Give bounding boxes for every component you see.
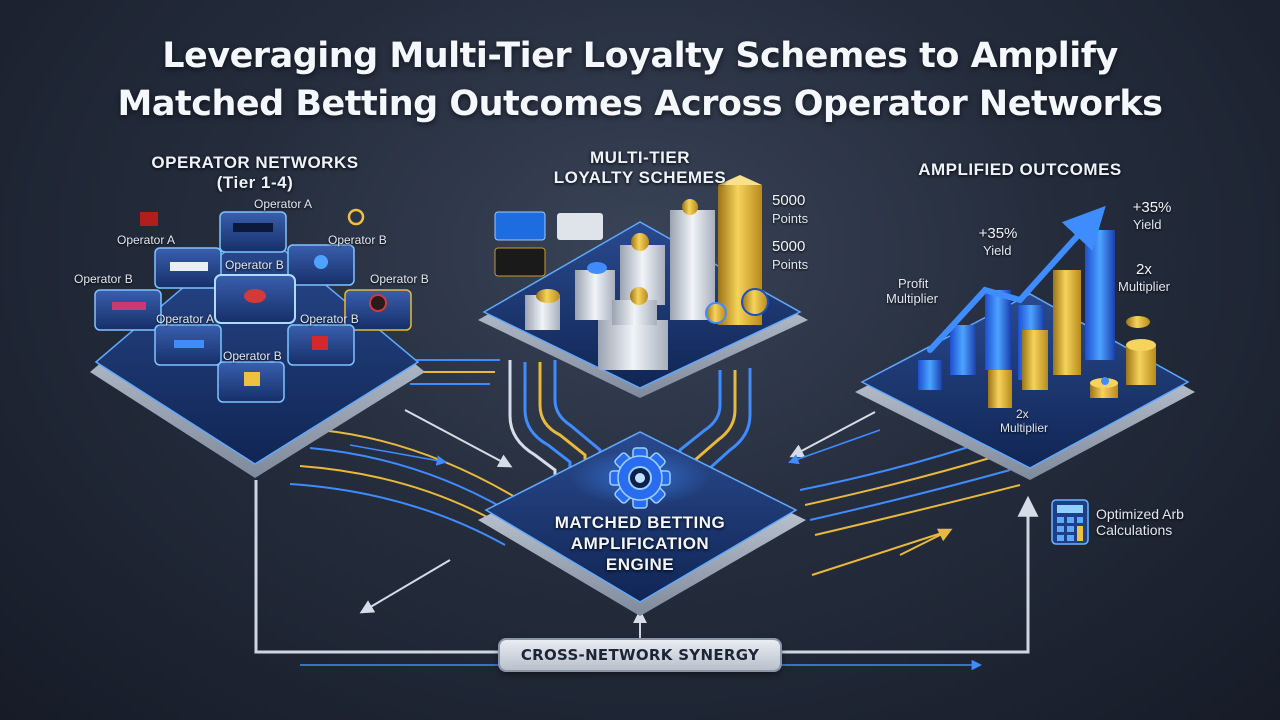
loyalty-card-blue [494,211,546,241]
arrow-right-gold [899,528,953,556]
arrow-left-down [359,559,451,614]
mult-value-2: 2x [1016,407,1029,421]
bar-blue [985,290,1011,370]
profit-label-line1: Profit [898,276,929,291]
calc-label-line1: Optimized Arb [1096,506,1184,522]
operators-heading-line1: OPERATOR NETWORKS [151,153,359,172]
operator-label: Operator A [156,312,215,326]
title-line-2: Matched Betting Outcomes Across Operator… [117,84,1163,124]
bar-gold [1022,330,1048,390]
yield-value-1: +35% [978,225,1018,242]
loyalty-coins [536,199,769,324]
operator-label: Operator A [117,233,176,247]
operator-label: Operator B [223,349,282,363]
engine-label-line2: AMPLIFICATION [570,534,710,553]
loyalty-heading-line2: LOYALTY SCHEMES [553,168,727,187]
operators-heading-line2: (Tier 1-4) [216,173,294,192]
operator-logos [112,208,387,386]
synergy-label: CROSS-NETWORK SYNERGY [520,646,760,664]
outcomes-heading: AMPLIFIED OUTCOMES [918,160,1122,179]
growth-arrow [927,205,1106,353]
coin-stacks [1090,316,1156,398]
calculator-icon [1051,499,1089,545]
yield-label-2: Yield [1133,217,1162,232]
loyalty-heading: MULTI-TIER LOYALTY SCHEMES [530,148,750,188]
engine-label-line3: ENGINE [605,555,675,574]
bar-blue [1085,230,1115,360]
operator-label: Operator B [328,233,387,247]
loyalty-heading-line1: MULTI-TIER [589,148,691,167]
bar-blue [950,325,976,375]
bar-gold [1053,270,1081,375]
operator-label: Operator B [300,312,359,326]
loyalty-card-black [494,247,546,277]
title-line-1: Leveraging Multi-Tier Loyalty Schemes to… [162,36,1118,76]
loyalty-card-silver [557,213,603,240]
operator-tiles [94,211,412,403]
loyalty-cards [494,211,603,277]
operator-label: Operator B [370,272,429,286]
gear-icon [609,447,671,509]
outcome-bars [918,230,1115,408]
points-unit-2: Points [772,257,809,272]
arrow-left-to-engine [404,409,513,468]
yield-value-2: +35% [1132,199,1172,216]
operators-heading: OPERATOR NETWORKS (Tier 1-4) [130,153,380,193]
mult-label-2: Multiplier [1000,421,1049,435]
operator-label: Operator B [225,258,284,272]
arrow-right-blue [788,429,881,465]
mult-label-1: Multiplier [1118,279,1171,294]
bar-gold [988,370,1012,408]
page-title: Leveraging Multi-Tier Loyalty Schemes to… [0,32,1280,128]
synergy-loop [254,480,1039,654]
engine-label-line1: MATCHED BETTING [554,513,726,532]
engine-label: MATCHED BETTING AMPLIFICATION ENGINE [520,512,760,575]
mult-value-1: 2x [1136,261,1152,278]
bar-blue [918,360,942,390]
profit-label-line2: Multiplier [886,291,939,306]
yield-label-1: Yield [983,243,1012,258]
points-unit-1: Points [772,211,809,226]
synergy-banner: CROSS-NETWORK SYNERGY [500,640,780,670]
operator-label: Operator B [74,272,133,286]
arrow-left-blue [349,444,448,466]
calc-label-line2: Calculations [1096,522,1173,538]
arrow-right-to-engine [789,411,876,458]
points-value-1: 5000 [772,192,806,209]
flow-lines-right [799,439,1021,576]
flow-lines-top [508,360,752,490]
points-value-2: 5000 [772,238,806,255]
operator-label: Operator A [254,197,313,211]
